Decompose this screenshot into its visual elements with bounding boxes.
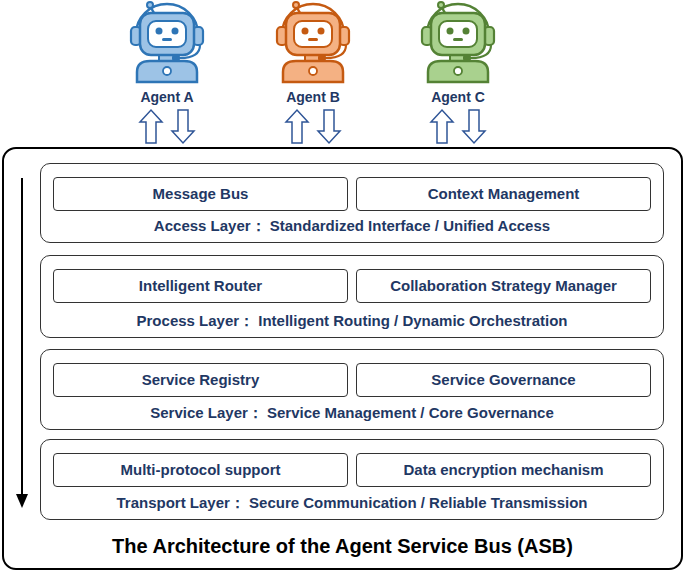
component-box: Service Registry — [53, 363, 348, 397]
component-label: Service Registry — [142, 371, 260, 389]
component-label: Intelligent Router — [139, 277, 262, 295]
agent-node: Agent B — [263, 0, 363, 106]
agent-node: Agent A — [117, 0, 217, 106]
layer-label: Access Layer： Standardized Interface / U… — [41, 216, 663, 236]
component-label: Message Bus — [153, 185, 249, 203]
layer-band: Transport Layer： Secure Communication / … — [40, 439, 664, 520]
component-box: Multi-protocol support — [53, 453, 348, 487]
block-arrow — [463, 110, 485, 143]
robot-icon — [131, 2, 203, 82]
block-arrow — [431, 110, 453, 143]
diagram-title: The Architecture of the Agent Service Bu… — [4, 533, 681, 559]
component-box: Context Management — [356, 177, 651, 211]
layer-label: Service Layer： Service Management / Core… — [41, 403, 663, 423]
agent-node: Agent C — [408, 0, 508, 106]
layer-label: Transport Layer： Secure Communication / … — [41, 493, 663, 513]
component-label: Service Governance — [431, 371, 575, 389]
component-box: Message Bus — [53, 177, 348, 211]
component-box: Service Governance — [356, 363, 651, 397]
agent-label: Agent C — [408, 88, 508, 106]
component-label: Data encryption mechanism — [403, 461, 603, 479]
layer-band: Service Layer： Service Management / Core… — [40, 349, 664, 430]
component-box: Collaboration Strategy Manager — [356, 269, 651, 303]
bus-container: The Architecture of the Agent Service Bu… — [2, 147, 683, 570]
agent-label: Agent A — [117, 88, 217, 106]
robot-icon — [422, 2, 494, 82]
block-arrow — [140, 110, 162, 143]
component-box: Intelligent Router — [53, 269, 348, 303]
component-box: Data encryption mechanism — [356, 453, 651, 487]
flow-arrow-head — [16, 494, 28, 508]
block-arrow — [286, 110, 308, 143]
layer-band: Process Layer： Intelligent Routing / Dyn… — [40, 255, 664, 338]
component-label: Collaboration Strategy Manager — [390, 277, 617, 295]
component-label: Context Management — [428, 185, 580, 203]
block-arrow — [172, 110, 194, 143]
layer-band: Access Layer： Standardized Interface / U… — [40, 163, 664, 243]
flow-arrow-shaft — [21, 178, 23, 496]
layer-label: Process Layer： Intelligent Routing / Dyn… — [41, 311, 663, 331]
robot-icon — [277, 2, 349, 82]
agent-label: Agent B — [263, 88, 363, 106]
component-label: Multi-protocol support — [121, 461, 281, 479]
block-arrow — [318, 110, 340, 143]
